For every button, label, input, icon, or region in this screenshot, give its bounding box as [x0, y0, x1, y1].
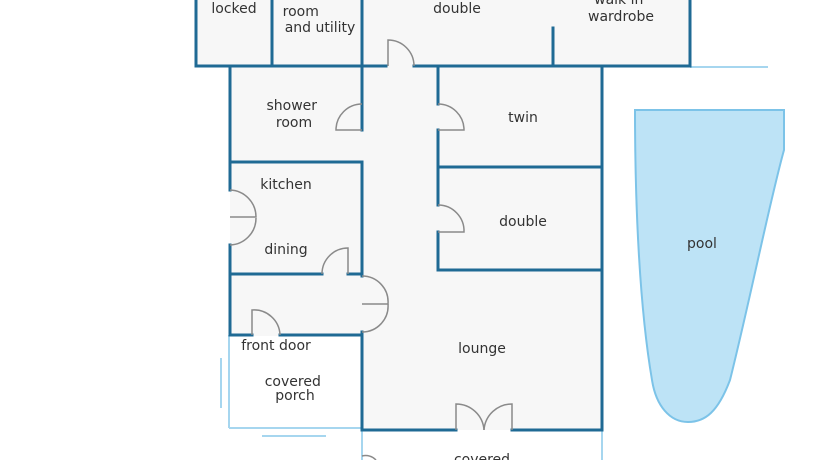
wall-top-left [194, 0, 388, 68]
door-double-top [387, 39, 415, 67]
door-dining [321, 247, 349, 275]
door-double-mid [437, 204, 465, 233]
door-front [251, 309, 281, 336]
label-front-door: front door [241, 338, 311, 354]
door-terrace-left [455, 403, 485, 431]
door-kitchen-lower [229, 217, 257, 246]
label-walk-in-wardrobe: walk in wardrobe [588, 0, 654, 25]
door-covered-bottom [361, 454, 377, 460]
door-shower-room [335, 103, 363, 131]
room-labels: locked shower room and utility double wa… [211, 0, 717, 460]
door-terrace-right [483, 403, 513, 431]
label-twin: twin [508, 110, 538, 126]
doors [229, 39, 513, 460]
label-covered-bottom: covered [454, 452, 510, 460]
door-twin [437, 103, 465, 131]
pool [633, 109, 785, 424]
wall-top-right [412, 0, 692, 68]
label-dining: dining [264, 242, 307, 258]
label-double-mid: double [499, 214, 547, 230]
label-pool: pool [687, 236, 717, 252]
label-locked: locked [211, 1, 256, 17]
label-lounge: lounge [458, 341, 506, 357]
floor-fill [196, 0, 690, 430]
label-shower-room: shower room [266, 98, 321, 131]
door-kitchen-upper [229, 189, 257, 218]
outdoor-outlines [220, 66, 768, 460]
label-covered-porch: covered porch [265, 374, 326, 404]
label-shower-room-utility: shower room and utility [275, 0, 355, 36]
door-lounge-upper [361, 275, 389, 305]
label-double-top: double [433, 1, 481, 17]
label-kitchen: kitchen [260, 177, 312, 193]
door-lounge-lower [361, 303, 389, 333]
walls [194, 0, 692, 432]
